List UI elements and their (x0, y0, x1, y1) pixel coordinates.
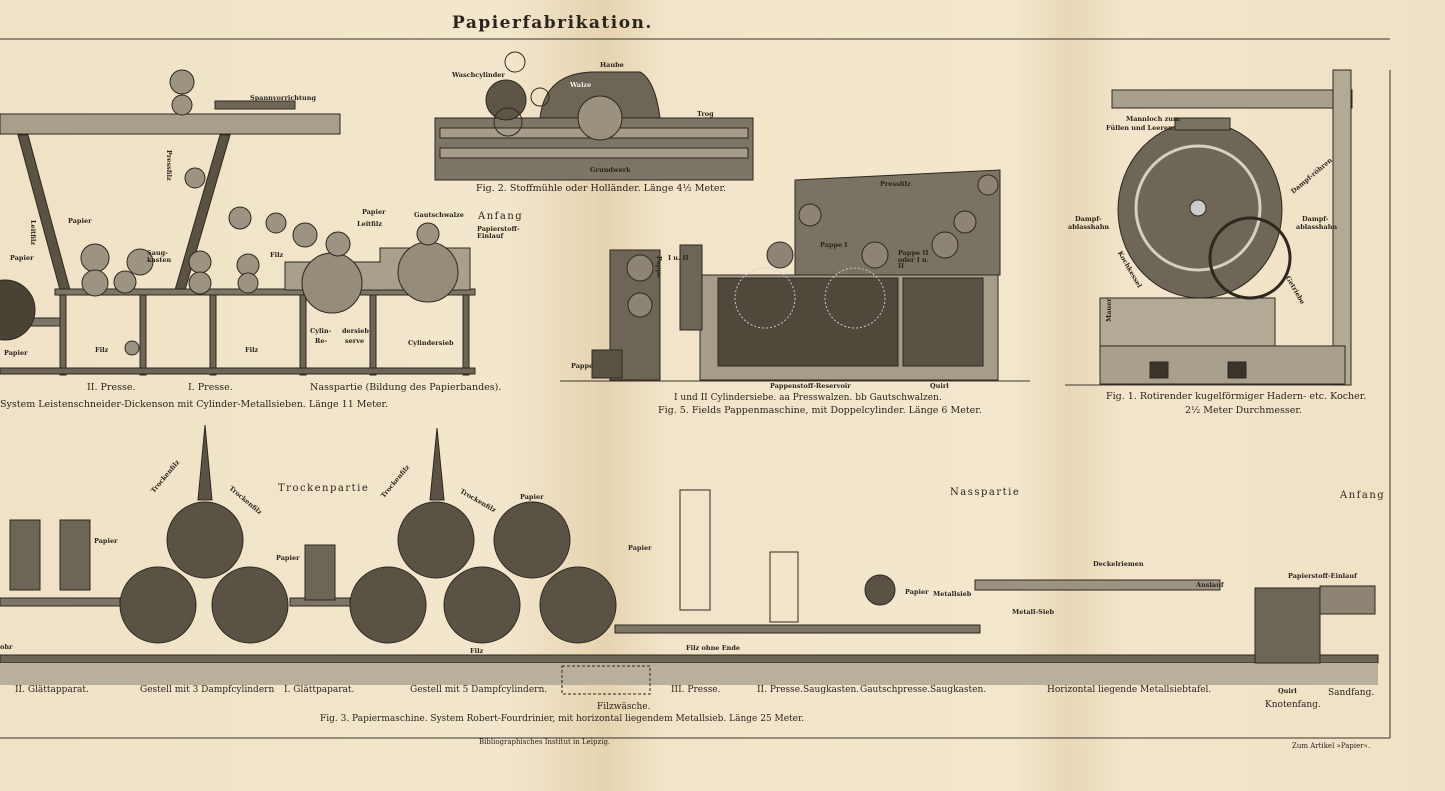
label: Pressfilz (880, 180, 911, 188)
label: Pappenstoff-Reservoir (770, 382, 851, 390)
label: ablasshahn (1068, 223, 1110, 231)
label: Auslauf (1196, 581, 1224, 589)
label: Papier (276, 554, 300, 562)
fig1-rotary-boiler-drawing (1099, 69, 1353, 386)
fig3-bottom-label: Gestell mit 5 Dampfcylindern. (410, 685, 548, 695)
fig3-bottom-label: II. Presse. (757, 685, 803, 695)
fig4-caption: System Leistenschneider-Dickenson mit Cy… (0, 399, 389, 410)
label: Papierstoff-Einlauf (1288, 572, 1357, 580)
label: Dampf- (1302, 215, 1329, 223)
fig5-legend: I und II Cylindersiebe. aa Presswalzen. … (674, 393, 942, 403)
label: Pressfilz (165, 150, 173, 181)
label: Filz (470, 647, 484, 655)
label: serve (345, 337, 365, 345)
fig4-bottom-label: I. Presse. (188, 382, 233, 393)
label: Papier (94, 537, 118, 545)
article-reference: Zum Artikel »Papier«. (1292, 742, 1371, 750)
label-grundwerk: Grundwerk (590, 166, 631, 174)
label: Papier (4, 349, 28, 357)
label: dersieb (342, 327, 369, 335)
label: Deckelriemen (1093, 560, 1144, 568)
fig3-bottom-label: III. Presse. (671, 685, 721, 695)
fig3-bottom-label: Saugkasten. (803, 685, 860, 695)
label: Cylindersieb (408, 339, 454, 347)
label: Filz (270, 251, 284, 259)
fig3-bottom-label: Sandfang. (1328, 688, 1375, 698)
publisher-credit: Bibliographisches Institut in Leipzig. (479, 738, 611, 746)
label-nasspartie: Nasspartie (950, 487, 1021, 498)
fig3-caption: Fig. 3. Papiermaschine. System Robert-Fo… (320, 714, 805, 724)
fig3-bottom-label: Quirl (1278, 687, 1297, 695)
fig2-caption: Fig. 2. Stoffmühle oder Holländer. Länge… (476, 183, 727, 194)
fig3-bottom-label: Saugkasten. (930, 685, 987, 695)
fig3-bottom-label: Knotenfang. (1265, 700, 1321, 710)
label: Filz (245, 346, 259, 354)
label-anfang: Anfang (478, 211, 524, 222)
label-walze: Walze (570, 81, 592, 89)
label: Mauer (1105, 298, 1113, 322)
label: Gautschwalze (414, 211, 464, 219)
label: Leitfilz (357, 220, 383, 228)
label-waschcylinder: Waschcylinder (452, 71, 505, 79)
fig3-bottom-label: II. Glättapparat. (15, 685, 89, 695)
label: Mannloch zum (1126, 115, 1180, 123)
label: Cylin- (310, 327, 332, 335)
label-anfang: Anfang (1340, 490, 1386, 501)
label: Papier (905, 588, 929, 596)
label: Quirl (930, 382, 949, 390)
label: Leitfilz (29, 220, 37, 246)
label: Spannvorrichtung (250, 94, 317, 102)
fig3-bottom-label: I. Glättpaparat. (284, 685, 355, 695)
label-trockenpartie: Trockenpartie (278, 483, 370, 494)
page-title: Papierfabrikation. (452, 13, 653, 33)
label: ablasshahn (1296, 223, 1338, 231)
label: Dampf- (1075, 215, 1102, 223)
label: Filz (95, 346, 109, 354)
fig3-bottom-label: Gautschpresse. (860, 685, 931, 695)
fig3-bottom-label: Horizontal liegende Metallsiebtafel. (1047, 685, 1212, 695)
fig5-board-machine-drawing (591, 169, 1001, 381)
label: Pappe (571, 362, 594, 370)
label: Metall-Sieb (1012, 608, 1055, 616)
label: Metallsieb (933, 590, 972, 598)
label: Pappe II oder I u. II (898, 249, 929, 270)
label: Papier (10, 254, 34, 262)
label: Papier (68, 217, 92, 225)
label: Papier (628, 544, 652, 552)
label: I u. II (668, 254, 689, 262)
fig4-bottom-label: II. Presse. (87, 382, 136, 393)
fig3-fourdrinier-machine-drawing (0, 424, 1379, 695)
label: Papier (362, 208, 386, 216)
fig5-caption: Fig. 5. Fields Pappenmaschine, mit Doppe… (658, 405, 982, 416)
label: ohr (0, 643, 13, 651)
label: Re- (315, 337, 328, 345)
label: Papierstoff-Einlauf (477, 225, 520, 240)
label: Füllen und Leeren (1106, 124, 1173, 132)
fig2-hollander-drawing (434, 51, 754, 181)
fig3-bottom-label: Gestell mit 3 Dampfcylindern (140, 685, 275, 695)
fig4-cylinder-machine-drawing (0, 69, 476, 376)
fig1-caption-2: 2½ Meter Durchmesser. (1185, 405, 1302, 416)
label: Filz ohne Ende (686, 644, 741, 652)
label: Pappe (655, 256, 663, 279)
label-trog: Trog (697, 110, 714, 118)
label: Pappe I (820, 241, 848, 249)
label: Saug-kasten (147, 249, 172, 264)
fig3-bottom-label: Filzwäsche. (597, 702, 651, 712)
fig1-caption: Fig. 1. Rotirender kugelförmiger Hadern-… (1106, 391, 1367, 402)
label-haube: Haube (600, 61, 624, 69)
label: Papier (520, 493, 544, 501)
fig4-bottom-label: Nasspartie (Bildung des Papierbandes). (310, 382, 502, 393)
